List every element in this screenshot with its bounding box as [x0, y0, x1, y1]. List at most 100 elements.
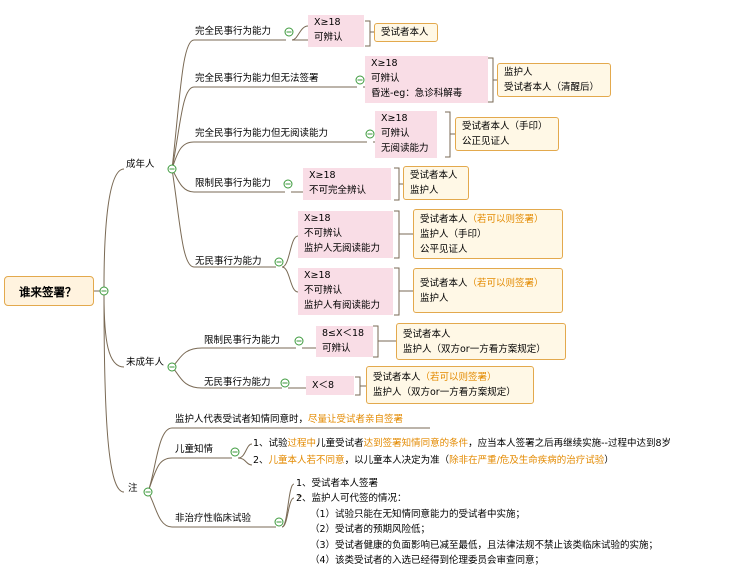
- adult-cannot-read-signer: 受试者本人（手印） 公正见证人: [455, 117, 559, 151]
- condition-line: 监护人无阅读能力: [304, 243, 381, 254]
- condition-line: X≥18: [304, 270, 331, 281]
- adult-full-label[interactable]: 完全民事行为能力: [195, 26, 272, 37]
- condition-line: 昏迷-eg：急诊科解毒: [371, 88, 463, 99]
- adult-cannot-sign-condition: X≥18 可辨认 昏迷-eg：急诊科解毒: [365, 56, 488, 103]
- collapse-minus-icon[interactable]: [99, 286, 109, 296]
- condition-line: 8≤X＜18: [322, 328, 365, 339]
- signer-name: 受试者本人: [373, 372, 421, 383]
- root-node[interactable]: 谁来签署？: [4, 276, 94, 306]
- minor-none-label[interactable]: 无民事行为能力: [204, 377, 271, 388]
- minor-limited-condition: 8≤X＜18 可辨认: [316, 326, 373, 357]
- text-segment: 1、试验: [253, 438, 288, 449]
- condition-line: 可辨认: [322, 343, 351, 354]
- collapse-minus-icon[interactable]: [274, 257, 284, 267]
- note-child-label[interactable]: 儿童知情: [175, 444, 214, 455]
- text-highlight: 过程中: [287, 438, 317, 449]
- collapse-minus-icon[interactable]: [283, 179, 293, 189]
- signer-line: 监护人: [504, 67, 533, 78]
- note-nontherapeutic-line: （2）受试者的预期风险低；: [310, 524, 431, 535]
- note-child-line-2: 2、儿童本人若不同意，以儿童本人决定为准（除非在严重/危及生命疾病的治疗试验）: [253, 453, 614, 469]
- text-segment: ，应当本人签署之后再继续实施--过程中达到8岁: [468, 438, 671, 449]
- text-highlight: 除非在严重/危及生命疾病的治疗试验: [449, 455, 605, 466]
- note-highlight: 尽量让受试者亲自签署: [308, 414, 404, 425]
- condition-line: X≥18: [381, 113, 408, 124]
- text-highlight: 儿童本人若不同意: [268, 455, 345, 466]
- collapse-minus-icon[interactable]: [167, 164, 177, 174]
- collapse-minus-icon[interactable]: [355, 75, 365, 85]
- branch-adult[interactable]: 成年人: [126, 159, 155, 170]
- signer-line: 受试者本人: [403, 329, 451, 340]
- minor-none-signer: 受试者本人（若可以则签署） 监护人（双方or一方看方案规定）: [366, 366, 534, 404]
- text-highlight: 达到签署知情同意的条件: [363, 438, 469, 449]
- adult-full-condition: X≥18 可辨认: [308, 15, 364, 47]
- condition-line: 监护人有阅读能力: [304, 300, 381, 311]
- adult-none-case2-condition: X≥18 不可辨认 监护人有阅读能力: [298, 268, 393, 315]
- adult-cannot-sign-signer: 监护人 受试者本人（清醒后）: [497, 63, 611, 97]
- note-nontherapeutic-line: （3）受试者健康的负面影响已减至最低，且法律法规不禁止该类临床试验的实施；: [310, 540, 659, 551]
- minor-limited-signer: 受试者本人 监护人（双方or一方看方案规定）: [396, 323, 566, 360]
- note-nontherapeutic-line: 1、受试者本人签署: [296, 478, 379, 489]
- signer-note: （若可以则签署）: [467, 278, 544, 289]
- note-guardian-representation: 监护人代表受试者知情同意时，尽量让受试者亲自签署: [175, 412, 403, 428]
- signer-line: 监护人（手印）: [420, 229, 487, 240]
- signer-name: 受试者本人: [420, 278, 468, 289]
- adult-limited-signer: 受试者本人 监护人: [403, 166, 469, 200]
- signer-line: 公正见证人: [462, 136, 510, 147]
- signer-line: 受试者本人: [410, 170, 458, 181]
- note-nontherapeutic-line: （1）试验只能在无知情同意能力的受试者中实施；: [310, 509, 526, 520]
- branch-minor[interactable]: 未成年人: [126, 357, 165, 368]
- signer-line: 受试者本人（手印）: [462, 121, 548, 132]
- signer-line: 监护人（双方or一方看方案规定）: [403, 344, 546, 355]
- adult-none-label[interactable]: 无民事行为能力: [195, 256, 262, 267]
- note-nontherapeutic-line: 2、监护人可代签的情况：: [296, 493, 407, 504]
- signer-line: 监护人: [410, 185, 439, 196]
- collapse-minus-icon[interactable]: [230, 447, 240, 457]
- minor-none-condition: X＜8: [306, 376, 354, 395]
- signer-line: 受试者本人（若可以则签署）: [420, 276, 556, 291]
- note-nontherapeutic-label[interactable]: 非治疗性临床试验: [175, 513, 252, 524]
- condition-line: 不可辨认: [304, 228, 343, 239]
- signer-line: 监护人（双方or一方看方案规定）: [373, 387, 516, 398]
- adult-cannot-read-condition: X≥18 可辨认 无阅读能力: [375, 111, 437, 158]
- collapse-minus-icon[interactable]: [280, 378, 290, 388]
- condition-line: X≥18: [304, 213, 331, 224]
- condition-line: 可辨认: [381, 128, 410, 139]
- condition-line: 可辨认: [371, 73, 400, 84]
- note-child-line-1: 1、试验过程中儿童受试者达到签署知情同意的条件，应当本人签署之后再继续实施--过…: [253, 436, 671, 452]
- adult-limited-condition: X≥18 不可完全辨认: [303, 168, 391, 200]
- signer-line: 受试者本人（清醒后）: [504, 82, 600, 93]
- condition-line: 可辨认: [314, 32, 343, 43]
- note-nontherapeutic-line: （4）该类受试者的入选已经得到伦理委员会审查同意；: [310, 555, 545, 566]
- adult-none-case2-signer: 受试者本人（若可以则签署） 监护人: [413, 268, 563, 313]
- signer-note: （若可以则签署）: [467, 214, 544, 225]
- condition-line: 不可辨认: [304, 285, 343, 296]
- collapse-minus-icon[interactable]: [294, 336, 304, 346]
- adult-cannot-read-label[interactable]: 完全民事行为能力但无阅读能力: [195, 128, 329, 139]
- condition-line: X＜8: [312, 380, 335, 391]
- condition-line: 不可完全辨认: [309, 185, 367, 196]
- text-segment: ，以儿童本人决定为准（: [344, 455, 450, 466]
- signer-name: 受试者本人: [420, 214, 468, 225]
- signer-note: （若可以则签署）: [420, 372, 497, 383]
- minor-limited-label[interactable]: 限制民事行为能力: [204, 335, 281, 346]
- branch-notes[interactable]: 注: [128, 483, 138, 494]
- condition-line: X≥18: [371, 58, 398, 69]
- collapse-minus-icon[interactable]: [284, 27, 294, 37]
- collapse-minus-icon[interactable]: [143, 487, 153, 497]
- text-segment: ）: [604, 455, 614, 466]
- text-segment: 2、: [253, 455, 269, 466]
- collapse-minus-icon[interactable]: [365, 129, 375, 139]
- adult-full-signer: 受试者本人: [374, 23, 438, 42]
- adult-limited-label[interactable]: 限制民事行为能力: [195, 178, 272, 189]
- note-text: 监护人代表受试者知情同意时，: [175, 414, 309, 425]
- adult-cannot-sign-label[interactable]: 完全民事行为能力但无法签署: [195, 73, 319, 84]
- collapse-minus-icon[interactable]: [274, 517, 284, 527]
- collapse-minus-icon[interactable]: [167, 362, 177, 372]
- adult-none-case1-signer: 受试者本人（若可以则签署） 监护人（手印） 公平见证人: [413, 209, 563, 259]
- signer-line: 监护人: [420, 293, 449, 304]
- condition-line: 无阅读能力: [381, 143, 429, 154]
- signer-line: 公平见证人: [420, 244, 468, 255]
- condition-line: X≥18: [309, 170, 336, 181]
